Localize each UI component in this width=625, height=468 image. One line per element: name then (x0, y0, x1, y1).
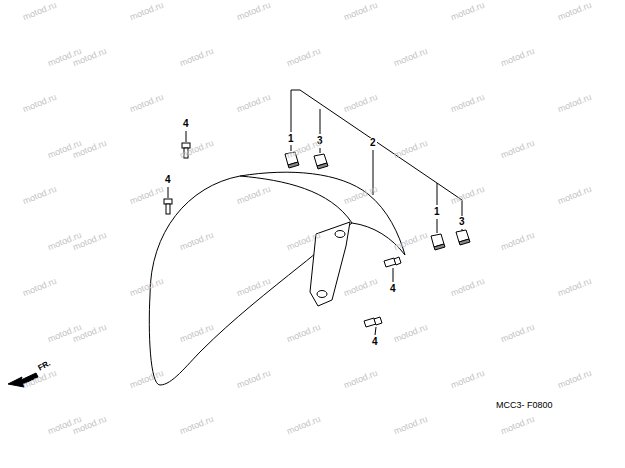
watermark: motod.ru (450, 369, 486, 391)
watermark: motod.ru (22, 93, 58, 115)
watermark: motod.ru (343, 1, 379, 23)
watermark: motod.ru (286, 415, 322, 437)
watermark: motod.ru (236, 1, 272, 23)
callout-number: 4 (182, 119, 190, 129)
watermark: motod.ru (22, 277, 58, 299)
callout-number: 4 (371, 337, 379, 347)
callout-number: 1 (433, 207, 441, 217)
watermark: motod.ru (129, 93, 165, 115)
watermark: motod.ru (450, 93, 486, 115)
watermark: motod.ru (179, 139, 215, 161)
watermark: motod.ru (557, 369, 593, 391)
callout-number: 2 (369, 138, 377, 148)
watermark: motod.ru (179, 47, 215, 69)
watermark: motod.ru (179, 415, 215, 437)
watermark: motod.ru (22, 1, 58, 23)
drawing-code: MCC3- F0800 (496, 401, 553, 410)
watermark: motod.ru (557, 185, 593, 207)
watermark: motod.ru (22, 185, 58, 207)
watermark: motod.ru (500, 323, 536, 345)
watermark: motod.ru (129, 185, 165, 207)
watermark: motod.ru (557, 277, 593, 299)
callout-number: 4 (164, 175, 172, 185)
callout-number: 4 (389, 284, 397, 294)
watermark: motod.ru (500, 139, 536, 161)
watermark: motod.ru (393, 139, 429, 161)
watermark: motod.ru (343, 93, 379, 115)
watermark: motod.ru (236, 93, 272, 115)
watermark: motod.ru (393, 231, 429, 253)
watermark: motod.ru (393, 323, 429, 345)
watermark: motod.ru (500, 415, 536, 437)
watermark: motod.ru (286, 323, 322, 345)
watermark: motod.ru (393, 415, 429, 437)
watermark: motod.ru (343, 369, 379, 391)
watermark: motod.ru (557, 1, 593, 23)
watermark: motod.ru (393, 47, 429, 69)
watermark: motod.ru (343, 277, 379, 299)
watermark: motod.ru (500, 47, 536, 69)
watermark: motod.ru (286, 47, 322, 69)
callout-number: 1 (287, 134, 295, 144)
watermark: motod.ru (236, 369, 272, 391)
watermark: motod.ru (450, 185, 486, 207)
watermark: motod.ru (450, 277, 486, 299)
watermark: motod.ru (450, 1, 486, 23)
callout-number: 3 (458, 217, 466, 227)
watermark: motod.ru (129, 1, 165, 23)
watermark: motod.ru (500, 231, 536, 253)
watermark: motod.ru (557, 93, 593, 115)
